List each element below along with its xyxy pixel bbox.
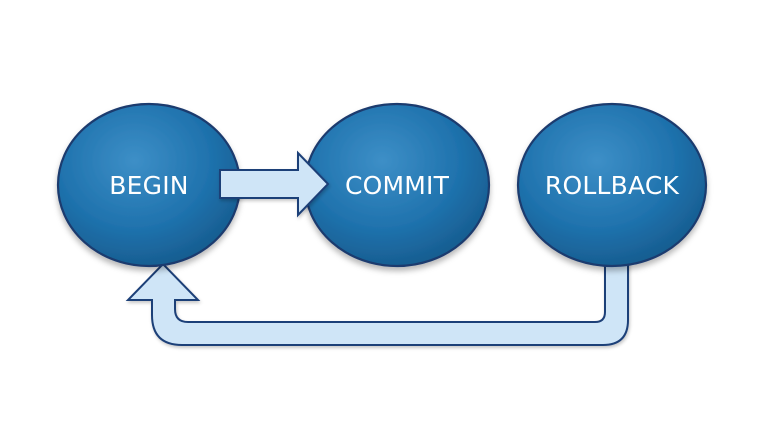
node-begin-label: BEGIN [109, 171, 188, 200]
node-commit: COMMIT [303, 102, 491, 268]
arrow-begin-to-commit [219, 150, 330, 218]
arrow-rollback-to-begin [125, 261, 629, 346]
node-rollback-label: ROLLBACK [545, 171, 680, 200]
node-begin: BEGIN [56, 102, 242, 268]
node-rollback: ROLLBACK [516, 102, 708, 268]
node-rollback-ellipse [516, 102, 708, 268]
node-commit-label: COMMIT [345, 171, 450, 200]
